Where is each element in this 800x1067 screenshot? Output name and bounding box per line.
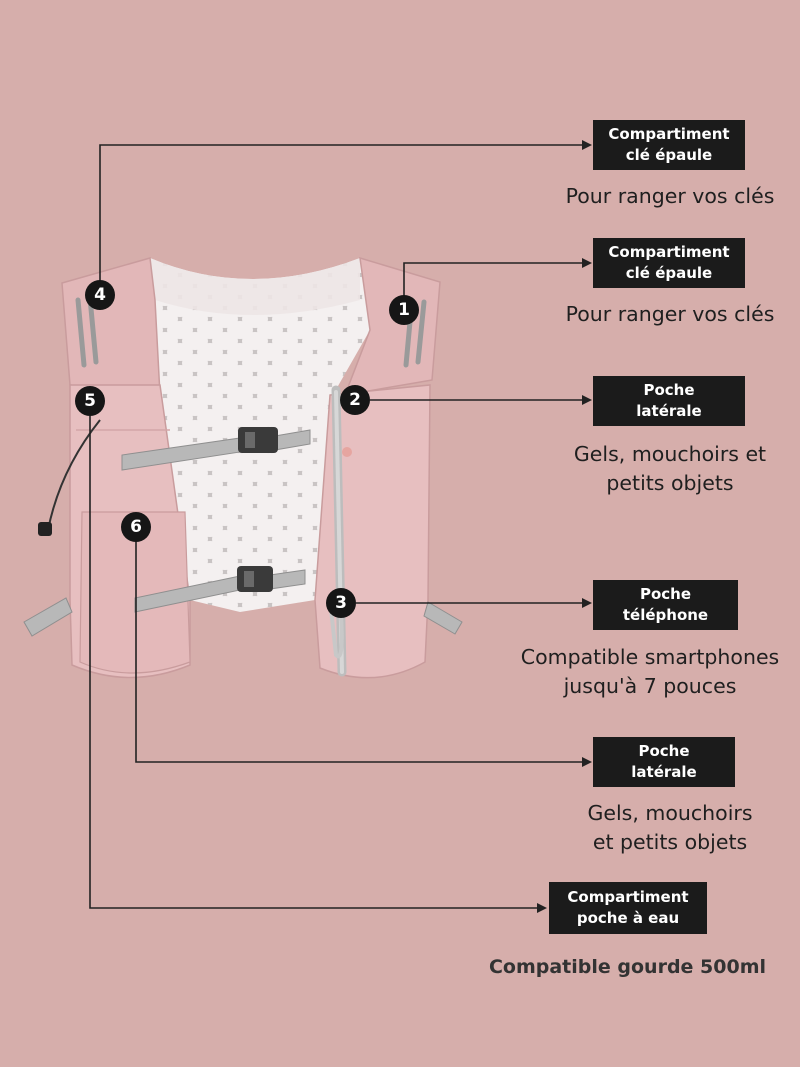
leader-line-1 (403, 262, 585, 308)
callout-label-line: Poche (643, 381, 695, 399)
marker-3: 3 (326, 588, 356, 618)
marker-4: 4 (85, 280, 115, 310)
callout-desc-line: et petits objets (592, 830, 748, 854)
callout-desc-line: Pour ranger vos clés (565, 302, 775, 326)
callout-label-line: latérale (631, 763, 697, 781)
callout-desc-line: Pour ranger vos clés (565, 184, 775, 208)
callout-desc-line: jusqu'à 7 pouces (563, 674, 737, 698)
callout-desc-phone-pocket: Compatible smartphones jusqu'à 7 pouces (500, 643, 800, 701)
callout-desc-shoulder-key-top: Pour ranger vos clés (540, 182, 800, 211)
callout-label-line: clé épaule (625, 146, 713, 164)
leader-line-5 (89, 416, 540, 909)
marker-5: 5 (75, 386, 105, 416)
callout-label-line: Compartiment (567, 888, 689, 906)
callout-label-line: téléphone (622, 606, 709, 624)
leader-line-4 (99, 144, 585, 294)
callout-label-water-pocket: Compartiment poche à eau (549, 882, 707, 934)
callout-label-line: Compartiment (608, 243, 730, 261)
leader-lines (89, 144, 585, 909)
callout-desc-side-pocket: Gels, mouchoirs et petits objets (540, 440, 800, 498)
callout-label-side-pocket: Poche latérale (593, 376, 745, 426)
callout-label-line: Poche (639, 585, 692, 603)
marker-6: 6 (121, 512, 151, 542)
leader-arrowheads (537, 140, 592, 913)
callout-label-phone-pocket: Poche téléphone (593, 580, 738, 630)
callout-label-line: Poche (638, 742, 690, 760)
callout-desc-shoulder-key: Pour ranger vos clés (540, 300, 800, 329)
callout-label-shoulder-key: Compartiment clé épaule (593, 238, 745, 288)
callout-label-side-pocket-lower: Poche latérale (593, 737, 735, 787)
callout-desc-line: petits objets (606, 471, 734, 495)
marker-2: 2 (340, 385, 370, 415)
callout-desc-water-pocket: Compatible gourde 500ml (455, 953, 800, 982)
callout-label-shoulder-key-top: Compartiment clé épaule (593, 120, 745, 170)
callout-label-line: Compartiment (608, 125, 730, 143)
callout-desc-side-pocket-lower: Gels, mouchoirs et petits objets (540, 799, 800, 857)
callout-desc-line: Compatible smartphones (520, 645, 780, 669)
callout-label-line: latérale (636, 402, 702, 420)
callout-label-line: clé épaule (625, 264, 713, 282)
chest-straps (23, 427, 463, 637)
callout-desc-line: Gels, mouchoirs et (573, 442, 767, 466)
leader-line-6 (135, 540, 585, 763)
callout-desc-line: Compatible gourde 500ml (488, 956, 767, 978)
vest-right-side (314, 256, 441, 679)
callout-desc-line: Gels, mouchoirs (587, 801, 753, 825)
callout-label-line: poche à eau (576, 909, 680, 927)
marker-1: 1 (389, 295, 419, 325)
